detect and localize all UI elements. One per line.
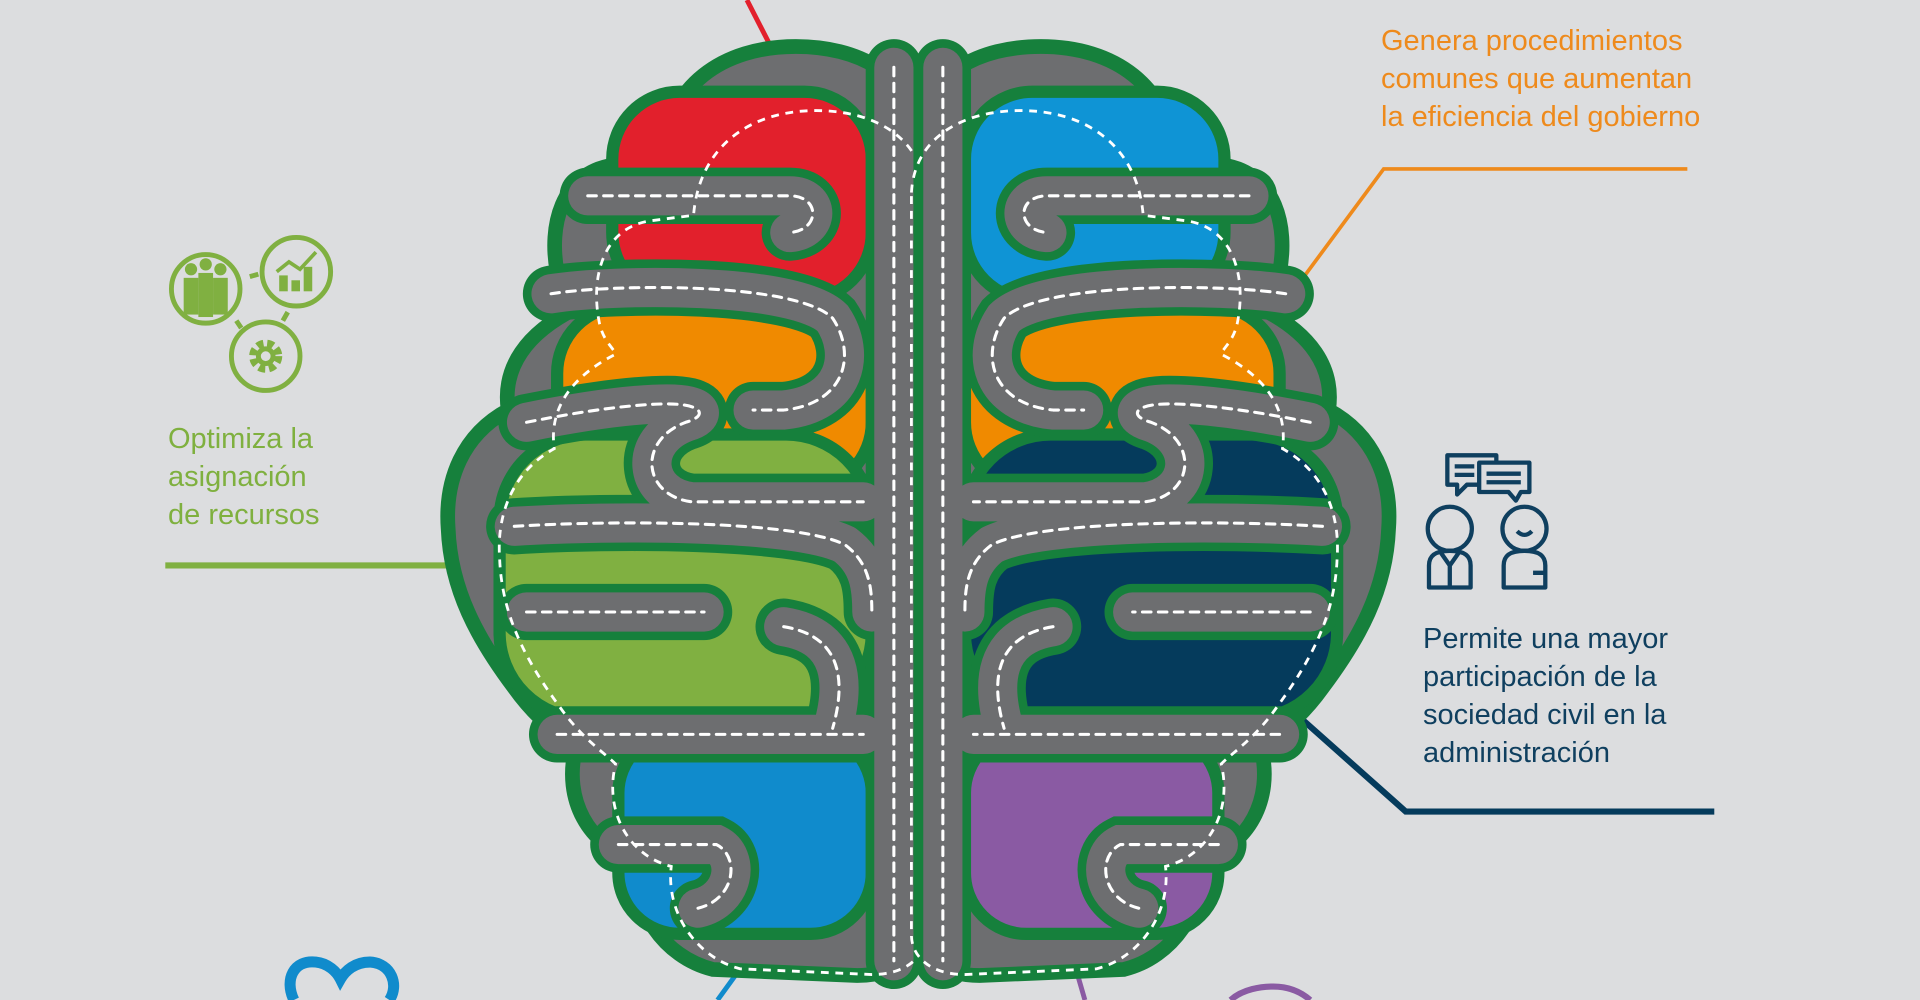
callout-line: comunes que aumentan [1381,63,1693,95]
callout-efficiency: Genera procedimientos comunes que aument… [1381,22,1700,136]
callout-line: asignación [168,461,307,493]
callout-resources: Optimiza la asignación de recursos [168,420,320,534]
callout-participation: Permite una mayor participación de la so… [1423,620,1668,772]
callout-line: sociedad civil en la [1423,699,1667,731]
citizens-icon [1425,504,1549,590]
callout-line: Genera procedimientos [1381,25,1683,57]
brain-left-hemisphere [448,47,927,976]
participation-icons [1425,453,1549,590]
callout-line: administración [1423,737,1610,769]
callout-line: Permite una mayor [1423,623,1668,655]
purple-circle-icon [1228,983,1313,1000]
brain-right-hemisphere [909,47,1389,976]
resource-icons [168,235,334,393]
heart-icon [284,956,400,1000]
growth-chart-icon [259,235,334,309]
team-icon [168,252,243,326]
callout-line: Optimiza la [168,423,314,455]
callout-line: de recursos [168,499,320,531]
chat-bubbles-icon [1445,453,1532,503]
callout-line: la eficiencia del gobierno [1381,101,1701,133]
gear-icon [228,319,303,393]
callout-line: participación de la [1423,661,1657,693]
